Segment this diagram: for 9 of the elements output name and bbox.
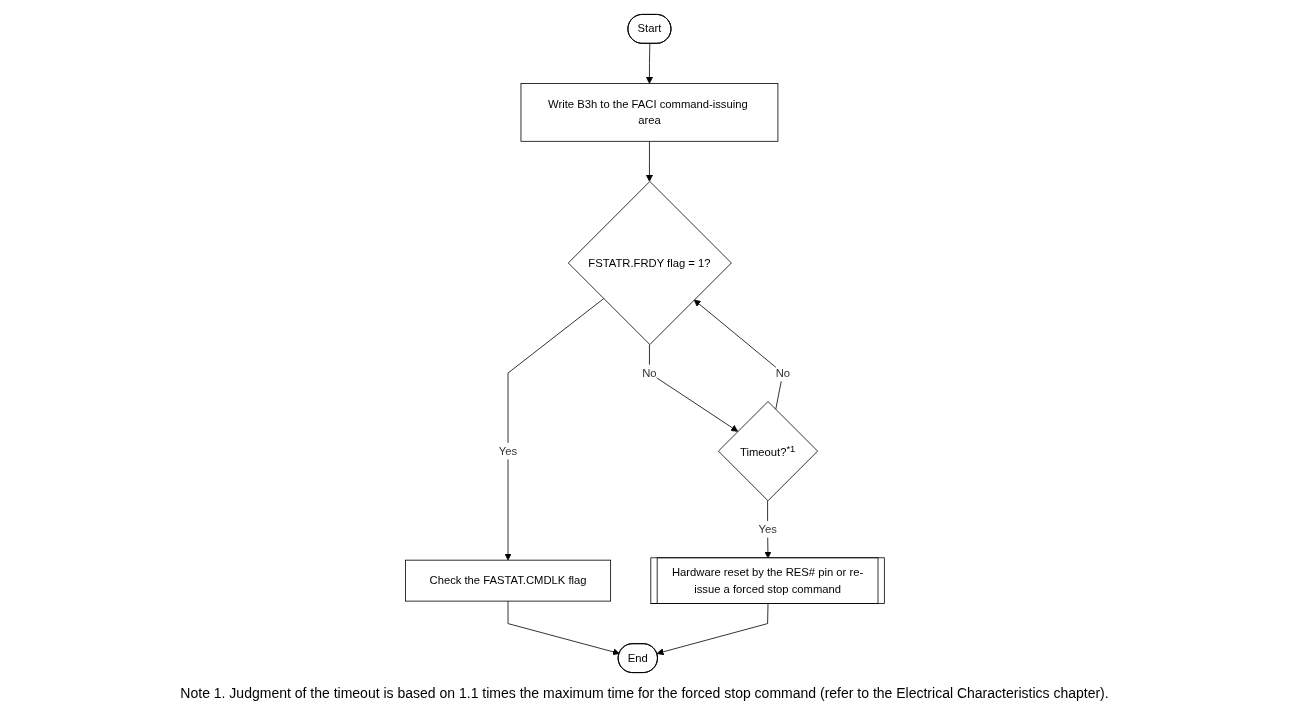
footnote: Note 1. Judgment of the timeout is based on 1.1 times the maximum time for the forced stop command (refer to the Electrical Characteristics chapter). [180,685,1109,701]
edge-label: No [775,366,790,380]
node-box: Write B3h to the FACI command-issuing area [520,83,778,142]
node-box: Check the FASTAT.CMDLK flag [404,559,611,602]
edge-label: Yes [498,444,517,458]
node-diamond: FSTATR.FRDY flag = 1? [567,181,732,345]
edge-label: Yes [758,522,777,536]
node-diamond: Timeout?$^{*1}$ [717,401,818,502]
edge-label: No [641,366,657,380]
